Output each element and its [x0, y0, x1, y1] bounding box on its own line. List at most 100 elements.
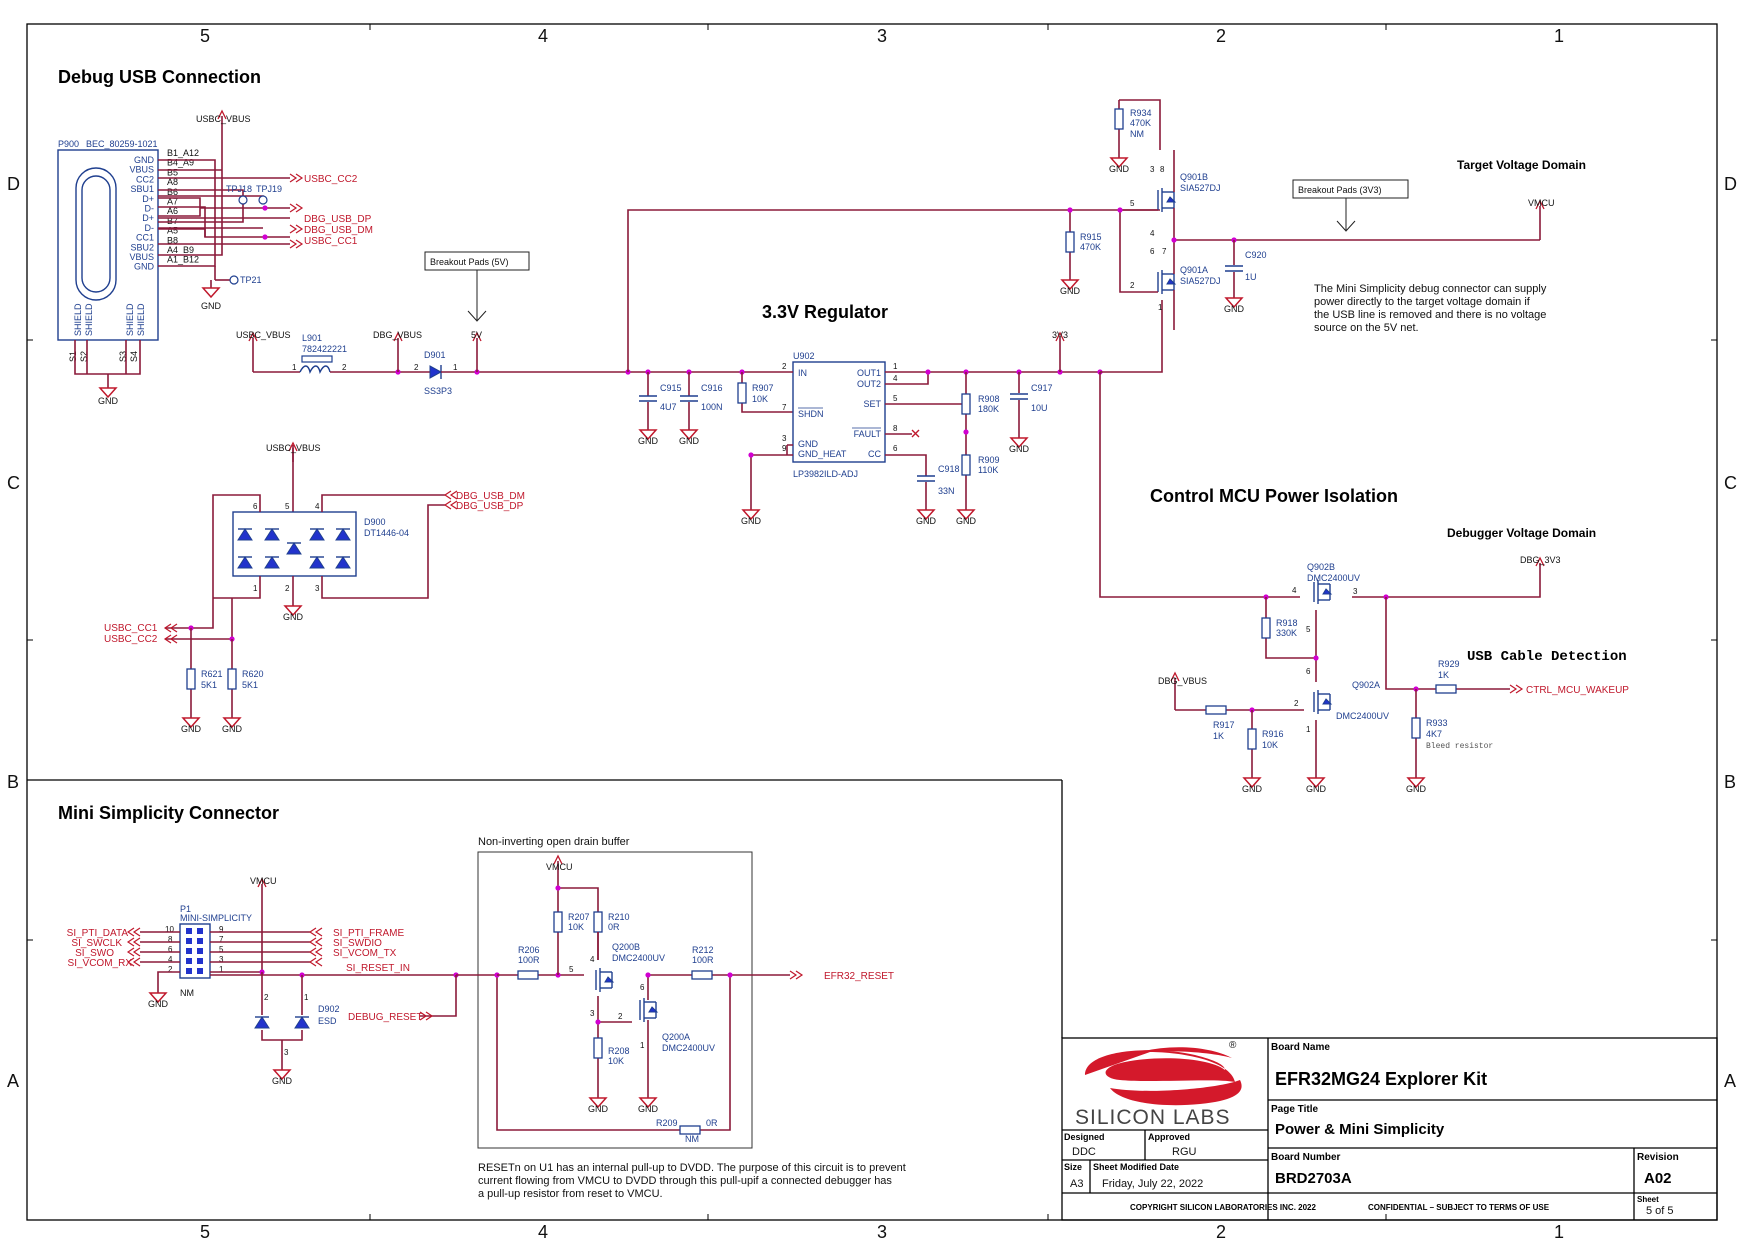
svg-text:GND: GND: [1242, 784, 1263, 794]
svg-text:4: 4: [893, 374, 898, 383]
svg-text:Sheet: Sheet: [1637, 1195, 1659, 1204]
p1-pin: [186, 928, 192, 934]
svg-text:P1: P1: [180, 904, 191, 914]
section-title-isolation: Control MCU Power Isolation: [1150, 486, 1398, 506]
svg-text:Friday, July 22, 2022: Friday, July 22, 2022: [1102, 1178, 1203, 1190]
p1-pin: [186, 968, 192, 974]
svg-text:IN: IN: [798, 368, 807, 378]
svg-text:2: 2: [782, 362, 787, 371]
grid-row-label-left: A: [7, 1071, 19, 1091]
svg-text:10U: 10U: [1031, 403, 1048, 413]
svg-text:100N: 100N: [701, 402, 723, 412]
svg-text:SET: SET: [863, 399, 881, 409]
svg-text:S2: S2: [79, 351, 89, 362]
svg-text:Board Number: Board Number: [1271, 1152, 1341, 1163]
svg-text:DBG_USB_DP: DBG_USB_DP: [304, 214, 372, 225]
svg-text:L901: L901: [302, 333, 322, 343]
svg-text:SI_RESET_IN: SI_RESET_IN: [346, 963, 410, 974]
svg-text:6: 6: [640, 983, 645, 992]
grid-row-label-left: B: [7, 772, 19, 792]
reset-note: RESETn on U1 has an internal pull-up to …: [478, 1162, 906, 1200]
svg-text:ESD: ESD: [318, 1016, 337, 1026]
svg-text:3: 3: [590, 1009, 595, 1018]
svg-text:NM: NM: [685, 1134, 699, 1144]
mini-simplicity-note: The Mini Simplicity debug connector can …: [1314, 283, 1547, 334]
svg-text:GND: GND: [222, 724, 243, 734]
p1-pin: [197, 928, 203, 934]
svg-text:SIA527DJ: SIA527DJ: [1180, 276, 1221, 286]
svg-text:USBC_CC1: USBC_CC1: [104, 623, 158, 634]
grid-row-label-right: B: [1724, 772, 1736, 792]
svg-text:SHIELD: SHIELD: [73, 303, 83, 336]
usb-pin-name: SBU2: [130, 242, 154, 252]
svg-text:10K: 10K: [568, 922, 584, 932]
svg-text:R907: R907: [752, 383, 774, 393]
svg-text:3: 3: [219, 955, 224, 964]
svg-text:SI_SWCLK: SI_SWCLK: [71, 938, 122, 949]
svg-text:GND_HEAT: GND_HEAT: [798, 449, 847, 459]
svg-text:TPJ19: TPJ19: [256, 184, 282, 194]
svg-text:2: 2: [1130, 281, 1135, 290]
svg-text:1K: 1K: [1438, 670, 1449, 680]
5v-rail-to-switch: [627, 209, 1160, 372]
svg-text:5: 5: [1130, 199, 1135, 208]
svg-text:the USB line is removed and th: the USB line is removed and there is no …: [1314, 309, 1546, 321]
usb-pin-number: A7: [167, 197, 178, 207]
usb-pin-name: D-: [145, 223, 155, 233]
svg-text:GND: GND: [1009, 444, 1030, 454]
svg-text:USBC_VBUS: USBC_VBUS: [196, 114, 251, 124]
debugger-domain-label: Debugger Voltage Domain: [1447, 526, 1596, 540]
svg-text:®: ®: [1229, 1040, 1237, 1051]
svg-text:C915: C915: [660, 383, 682, 393]
svg-text:DT1446-04: DT1446-04: [364, 528, 409, 538]
svg-text:a pull-up resistor from reset: a pull-up resistor from reset to VMCU.: [478, 1188, 663, 1200]
svg-text:Board Name: Board Name: [1271, 1042, 1330, 1053]
grid-col-label-bottom: 3: [877, 1222, 887, 1240]
svg-text:3V3: 3V3: [1052, 330, 1068, 340]
svg-text:SS3P3: SS3P3: [424, 386, 452, 396]
regulator-u902: U902 LP3982ILD-ADJ IN SHDN GND GND_HEAT …: [741, 300, 1266, 598]
usb-pin-name: SBU1: [130, 184, 154, 194]
svg-text:DMC2400UV: DMC2400UV: [662, 1043, 715, 1053]
svg-text:1U: 1U: [1245, 272, 1257, 282]
svg-text:1: 1: [304, 993, 309, 1002]
section-title-mini: Mini Simplicity Connector: [58, 803, 279, 823]
usb-pin-name: D+: [142, 194, 154, 204]
svg-text:1: 1: [1306, 725, 1311, 734]
usb-pin-number: B4_A9: [167, 158, 194, 168]
svg-text:NM: NM: [1130, 129, 1144, 139]
svg-text:R621: R621: [201, 669, 223, 679]
svg-text:C916: C916: [701, 383, 723, 393]
svg-text:R206: R206: [518, 945, 540, 955]
usb-pin-number: A6: [167, 206, 178, 216]
svg-text:SI_PTI_FRAME: SI_PTI_FRAME: [333, 928, 404, 939]
buffer-label: Non-inverting open drain buffer: [478, 836, 630, 848]
svg-text:CONFIDENTIAL – SUBJECT TO TERM: CONFIDENTIAL – SUBJECT TO TERMS OF USE: [1368, 1203, 1550, 1212]
svg-text:GND: GND: [1109, 164, 1130, 174]
svg-text:The Mini Simplicity debug conn: The Mini Simplicity debug connector can …: [1314, 283, 1547, 295]
svg-text:R212: R212: [692, 945, 714, 955]
svg-text:TPJ18: TPJ18: [226, 184, 252, 194]
svg-text:USBC_CC1: USBC_CC1: [304, 236, 358, 247]
svg-text:3: 3: [782, 434, 787, 443]
svg-text:0R: 0R: [608, 922, 620, 932]
svg-text:6: 6: [253, 502, 258, 511]
usb-pin-number: A4_B9: [167, 245, 194, 255]
svg-text:6: 6: [893, 444, 898, 453]
svg-text:R207: R207: [568, 912, 590, 922]
svg-text:33N: 33N: [938, 486, 955, 496]
svg-text:GND: GND: [1224, 304, 1245, 314]
svg-text:R918: R918: [1276, 618, 1298, 628]
usb-pin-name: CC1: [136, 233, 154, 243]
title-block: SILICON LABS ® Board Name EFR32MG24 Expl…: [1061, 1037, 1718, 1221]
svg-text:4: 4: [1292, 586, 1297, 595]
svg-text:USBC_VBUS: USBC_VBUS: [266, 443, 321, 453]
svg-text:5: 5: [219, 945, 224, 954]
svg-text:Q200B: Q200B: [612, 942, 640, 952]
svg-text:5K1: 5K1: [242, 680, 258, 690]
svg-text:4K7: 4K7: [1426, 729, 1442, 739]
svg-text:R916: R916: [1262, 729, 1284, 739]
svg-text:GND: GND: [148, 999, 169, 1009]
svg-text:R915: R915: [1080, 232, 1102, 242]
